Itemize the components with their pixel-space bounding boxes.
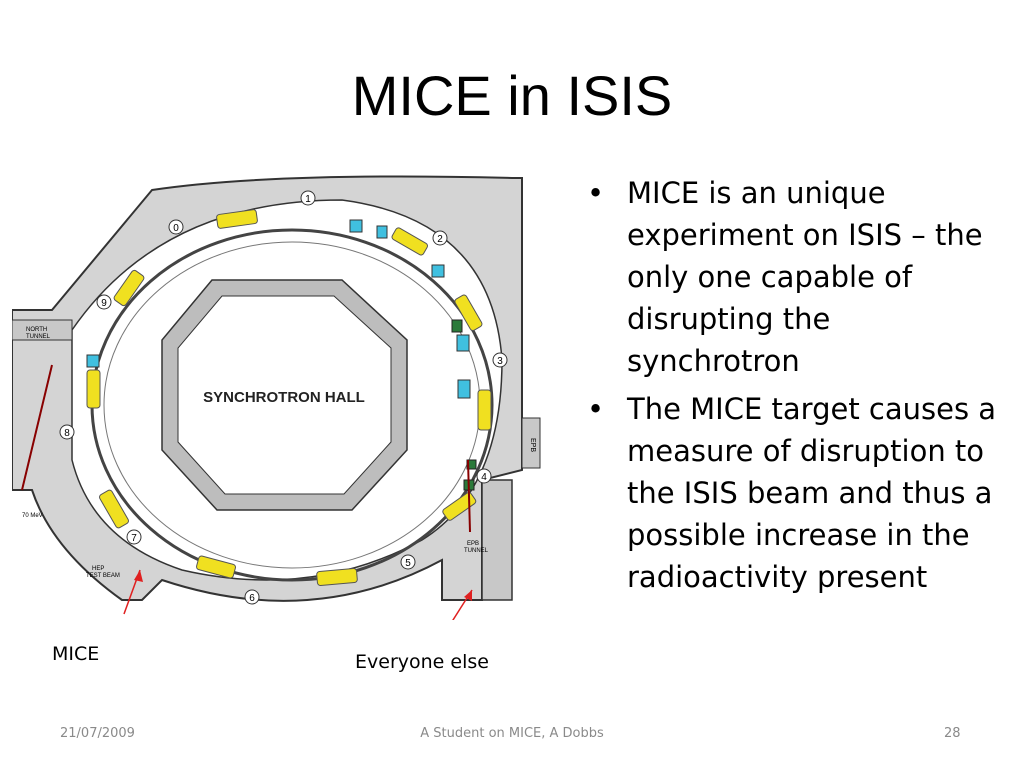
hall-label: SYNCHROTRON HALL <box>203 389 365 406</box>
everyone-arrow <box>452 589 473 620</box>
side-label: EPB <box>529 438 536 452</box>
north-tunnel <box>12 319 73 341</box>
epb-tunnel <box>481 479 513 601</box>
footer-author: A Student on MICE, A Dobbs <box>420 726 604 741</box>
everyone-else-callout: Everyone else <box>355 651 489 673</box>
sp-6: 6 <box>249 593 255 604</box>
mev-label: 70 MeV <box>22 513 43 519</box>
sp-0: 0 <box>173 223 179 234</box>
epb-label-2: TUNNEL <box>464 548 489 554</box>
footer-page-number: 28 <box>944 726 961 741</box>
north-tunnel-label-2: TUNNEL <box>26 334 51 340</box>
sp-3: 3 <box>497 356 503 367</box>
synchrotron-diagram: SYNCHROTRON HALL EPB NORTH TUNNEL <box>12 175 541 620</box>
footer-date: 21/07/2009 <box>60 726 135 741</box>
bullet-item: MICE is an unique experiment on ISIS – t… <box>585 172 1005 382</box>
super-period-markers: 1 2 3 4 5 6 7 8 9 0 <box>59 190 508 605</box>
mice-callout: MICE <box>52 643 100 665</box>
sp-2: 2 <box>437 234 443 245</box>
bullet-list: MICE is an unique experiment on ISIS – t… <box>585 172 1005 604</box>
sp-1: 1 <box>305 194 311 205</box>
dipole-magnets <box>86 209 492 586</box>
synchrotron-hall-interior <box>177 295 392 495</box>
sp-7: 7 <box>131 533 137 544</box>
quadrupole-elements <box>86 219 471 399</box>
sp-5: 5 <box>405 558 411 569</box>
north-tunnel-label-1: NORTH <box>26 327 47 333</box>
slide-title: MICE in ISIS <box>351 64 673 127</box>
sp-4: 4 <box>481 472 487 483</box>
bullet-item: The MICE target causes a measure of disr… <box>585 388 1005 598</box>
hep-label-2: TEST BEAM <box>86 573 120 579</box>
hep-label-1: HEP <box>92 566 104 572</box>
epb-label-1: EPB <box>467 541 479 547</box>
sp-9: 9 <box>101 298 107 309</box>
sp-8: 8 <box>64 428 70 439</box>
